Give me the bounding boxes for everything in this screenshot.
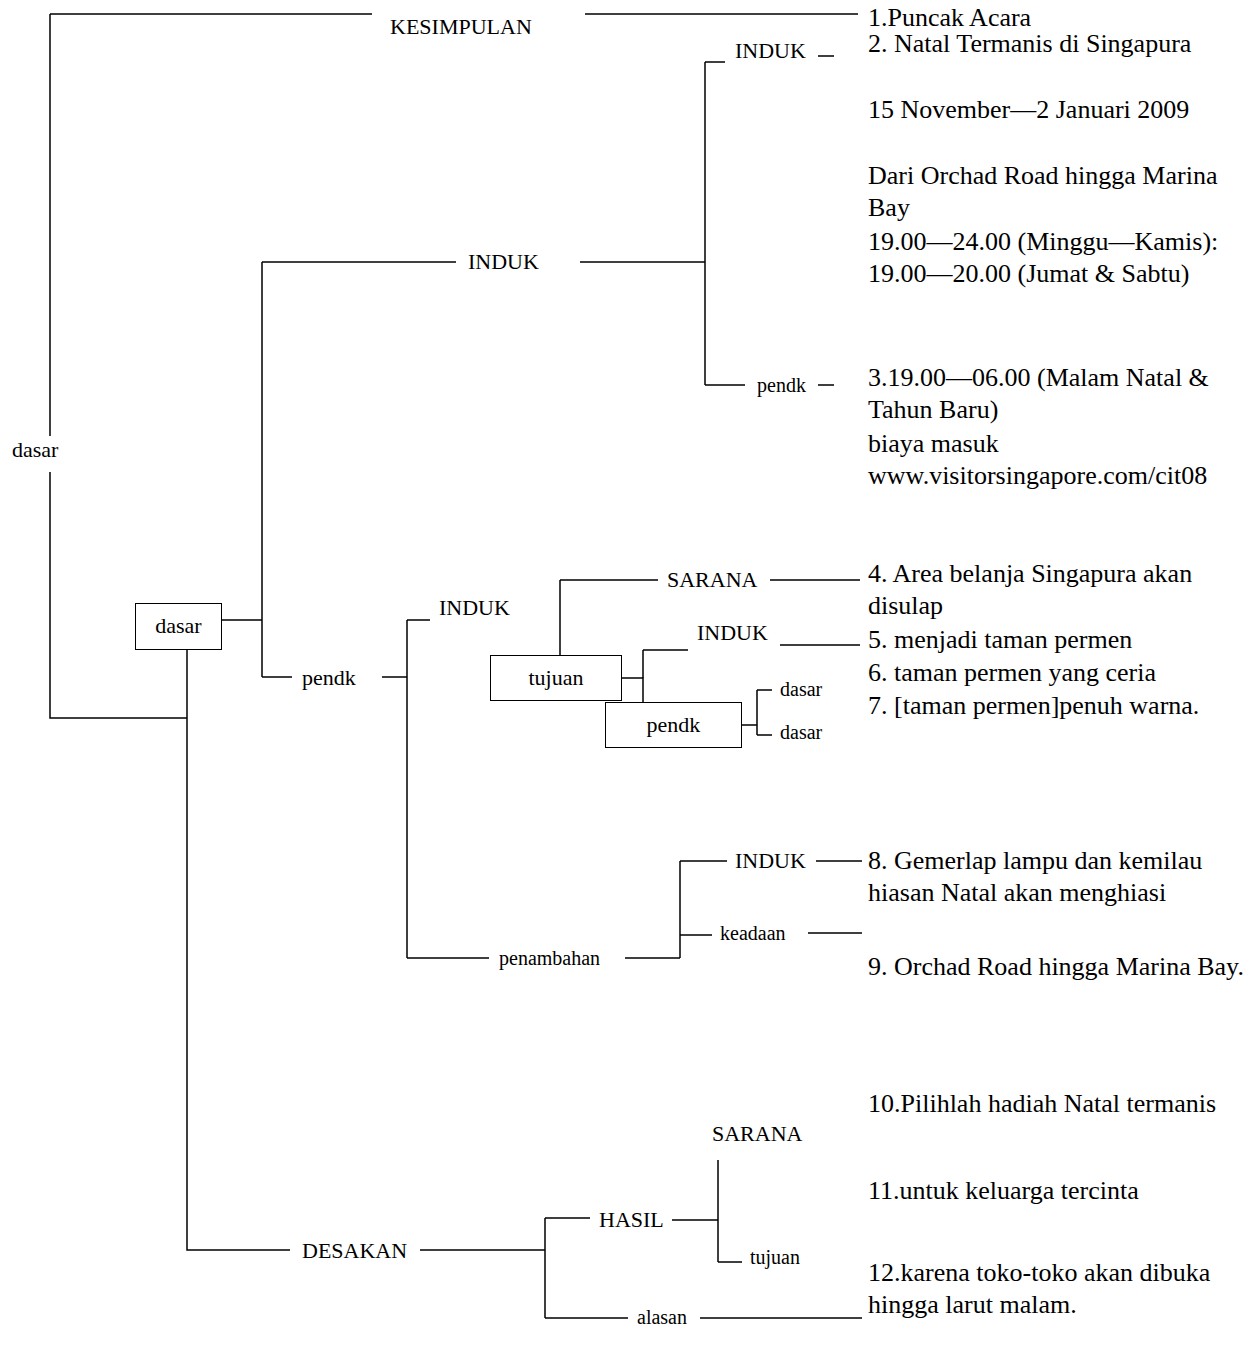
- relation-box: tujuan: [490, 655, 622, 701]
- text-segment: 8. Gemerlap lampu dan kemilau hiasan Nat…: [868, 845, 1248, 909]
- relation-label: pendk: [300, 665, 358, 691]
- text-segment: 12.karena toko-toko akan dibuka hingga l…: [868, 1257, 1248, 1321]
- relation-label: DESAKAN: [300, 1238, 409, 1264]
- relation-label: INDUK: [733, 848, 808, 874]
- relation-label: INDUK: [466, 249, 541, 275]
- relation-box: dasar: [135, 603, 222, 650]
- relation-label: INDUK: [733, 38, 808, 64]
- relation-label: KESIMPULAN: [388, 14, 534, 40]
- text-segment: 3.19.00—06.00 (Malam Natal & Tahun Baru): [868, 362, 1248, 426]
- text-segment: 15 November—2 Januari 2009: [868, 94, 1248, 126]
- relation-label: SARANA: [665, 567, 759, 593]
- relation-label: INDUK: [695, 620, 770, 646]
- relation-label: dasar: [10, 437, 60, 463]
- tree-lines: [50, 14, 862, 1318]
- relation-label: dasar: [778, 720, 824, 744]
- relation-label: keadaan: [718, 921, 788, 945]
- text-segment: 19.00—24.00 (Minggu—Kamis): 19.00—20.00 …: [868, 226, 1248, 290]
- relation-label: alasan: [635, 1305, 689, 1329]
- relation-box: pendk: [605, 702, 742, 748]
- relation-label: HASIL: [597, 1207, 666, 1233]
- relation-label: pendk: [647, 712, 701, 738]
- text-segment: 6. taman permen yang ceria: [868, 657, 1248, 689]
- text-segment: www.visitorsingapore.com/cit08: [868, 460, 1248, 492]
- relation-label: SARANA: [710, 1121, 804, 1147]
- text-segment: Dari Orchad Road hingga Marina Bay: [868, 160, 1248, 224]
- relation-label: tujuan: [748, 1245, 802, 1269]
- relation-label: INDUK: [437, 595, 512, 621]
- text-segment: 10.Pilihlah hadiah Natal termanis: [868, 1088, 1248, 1120]
- text-segment: 4. Area belanja Singapura akan disulap: [868, 558, 1248, 622]
- text-segment: 7. [taman permen]penuh warna.: [868, 690, 1248, 722]
- relation-label: penambahan: [497, 946, 602, 970]
- text-segment: 9. Orchad Road hingga Marina Bay.: [868, 951, 1248, 983]
- connector-line: [622, 678, 643, 702]
- text-segment: biaya masuk: [868, 428, 1248, 460]
- text-segment: 11.untuk keluarga tercinta: [868, 1175, 1248, 1207]
- text-segment: 2. Natal Termanis di Singapura: [868, 28, 1248, 60]
- text-segment: 5. menjadi taman permen: [868, 624, 1248, 656]
- relation-label: dasar: [778, 677, 824, 701]
- relation-label: dasar: [155, 613, 201, 639]
- relation-label: pendk: [755, 373, 808, 397]
- relation-label: tujuan: [529, 665, 584, 691]
